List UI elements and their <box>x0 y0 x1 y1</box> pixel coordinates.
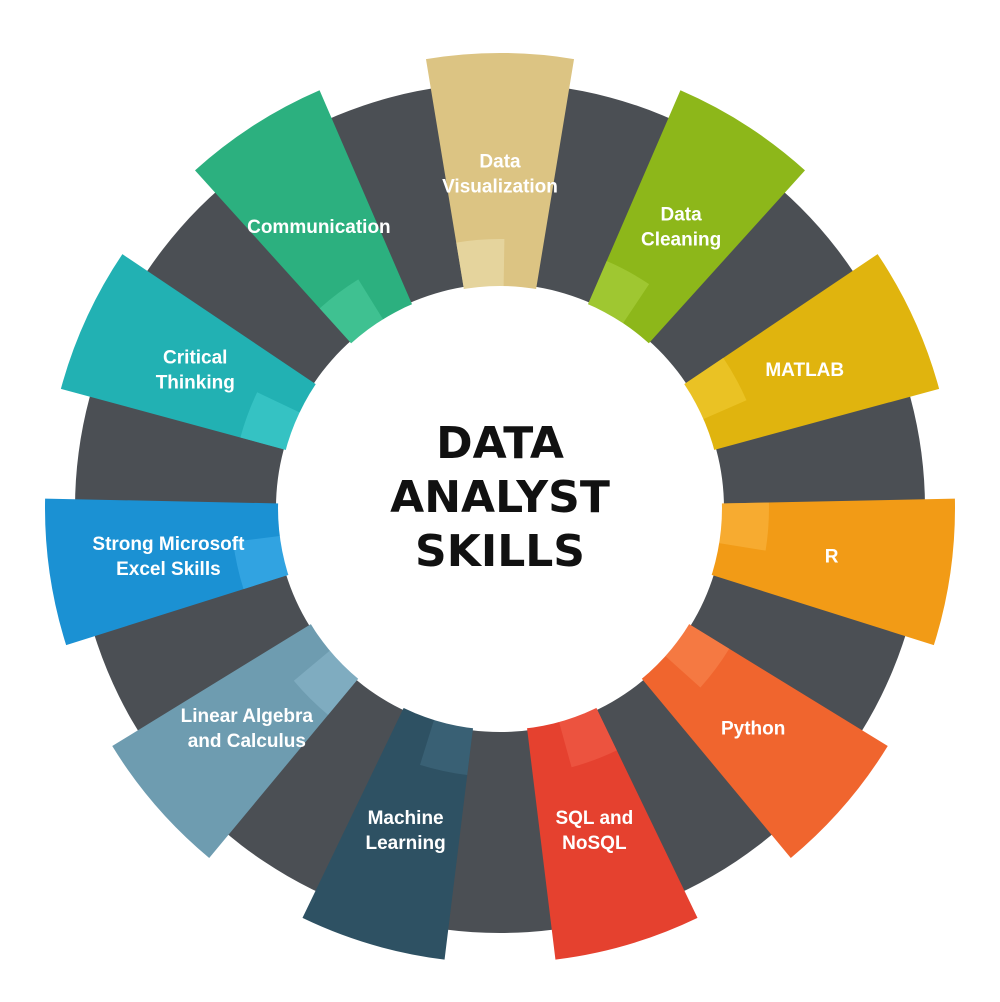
segment-label: Critical <box>163 347 227 368</box>
segment-label: Communication <box>247 217 391 238</box>
segment-label: Thinking <box>156 372 235 393</box>
segment-label: Learning <box>366 833 446 854</box>
segment-shape <box>45 498 296 646</box>
title-line-2: ANALYST <box>390 472 610 523</box>
segment: R <box>704 498 955 646</box>
segment-fold <box>711 502 769 551</box>
segment-label: Cleaning <box>641 230 721 251</box>
title-line-3: SKILLS <box>415 526 585 577</box>
segment-fold <box>233 534 296 590</box>
title-line-1: DATA <box>436 418 564 469</box>
segment-label: Data <box>661 205 703 226</box>
center-hub <box>278 286 722 730</box>
segments-group: DataVisualizationDataCleaningMATLABRPyth… <box>45 53 955 960</box>
segment-label: Machine <box>368 808 444 829</box>
segment-label: SQL and <box>555 808 633 829</box>
segment-shape <box>677 254 940 452</box>
segment-label: NoSQL <box>562 833 627 854</box>
segment-shape <box>526 700 698 960</box>
segment-fold <box>420 712 474 775</box>
segment-shape <box>425 53 575 297</box>
segment-label: MATLAB <box>765 360 844 381</box>
segment-fold <box>456 239 505 297</box>
segment-label: Excel Skills <box>116 559 221 580</box>
center-title: DATA ANALYST SKILLS <box>390 418 610 577</box>
segment-label: Linear Algebra <box>181 706 314 727</box>
segment-label: Visualization <box>442 177 558 198</box>
segment-label: and Calculus <box>188 731 306 752</box>
segment-label: Strong Microsoft <box>92 534 245 555</box>
segment-label: Python <box>721 718 785 739</box>
segment-label: R <box>825 547 839 568</box>
segment-label: Data <box>479 152 521 173</box>
